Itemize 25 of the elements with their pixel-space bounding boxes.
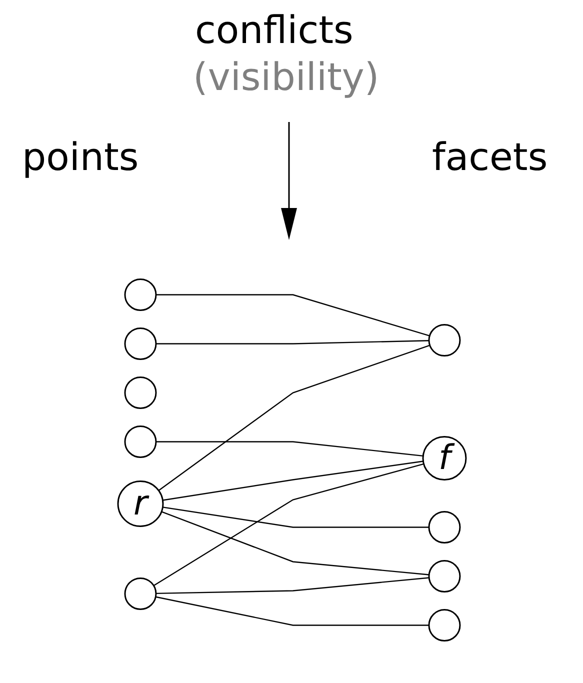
- node-circle: [428, 511, 460, 544]
- column-label: points: [22, 135, 139, 179]
- node-circle: f: [422, 436, 466, 480]
- connector: [160, 511, 429, 576]
- connector: [158, 344, 430, 491]
- node-circle: [124, 328, 156, 360]
- connector: [156, 577, 429, 594]
- node-circle: [428, 324, 460, 356]
- connector: [162, 506, 428, 528]
- connector: [162, 460, 423, 501]
- node-circle: [124, 426, 156, 458]
- connector: [156, 294, 430, 336]
- node-circle: [124, 578, 156, 610]
- heading-label: conflicts: [195, 8, 354, 52]
- node-circle: [124, 278, 156, 311]
- node-circle: [124, 376, 156, 409]
- connector: [155, 596, 428, 626]
- column-label: facets: [432, 135, 548, 179]
- connector: [156, 340, 428, 344]
- node-circle: [428, 560, 460, 592]
- connector: [156, 441, 423, 457]
- subheading-label: (visibility): [193, 55, 380, 99]
- connector: [152, 463, 424, 586]
- node-circle: r: [116, 480, 164, 527]
- node-circle: [428, 609, 460, 642]
